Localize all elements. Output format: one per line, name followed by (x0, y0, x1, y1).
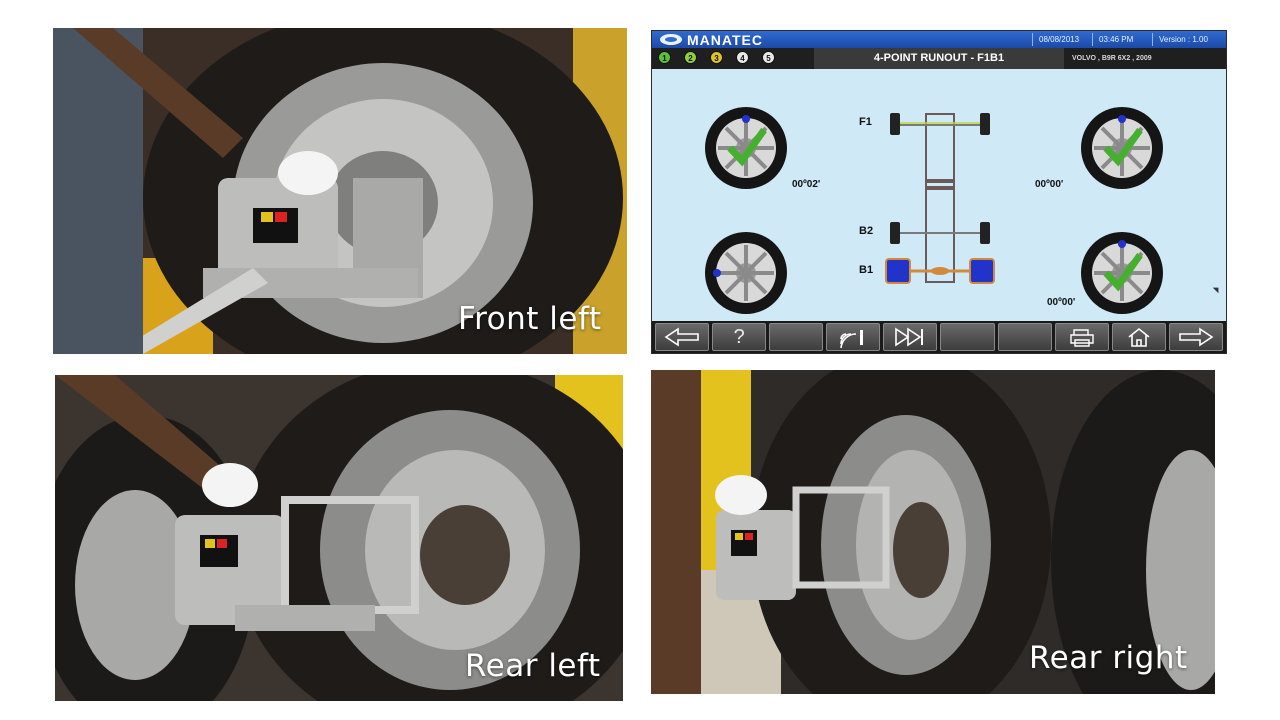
blank-button-3[interactable] (997, 323, 1052, 351)
rear-right-caption: Rear right (1029, 640, 1188, 676)
step-4[interactable]: 4 (736, 51, 749, 64)
axle-label-b2: B2 (859, 225, 874, 237)
version-display: Version : 1.00 (1152, 33, 1208, 46)
time-display: 03:46 PM (1092, 33, 1133, 46)
signal-button[interactable] (826, 323, 881, 351)
back-button[interactable] (655, 323, 710, 351)
print-button[interactable] (1054, 323, 1109, 351)
angle-front-right: 00º00' (1035, 179, 1064, 190)
skip-forward-icon (895, 327, 924, 347)
rear-right-wheel-illustration (651, 370, 1215, 694)
wheel-front-right-icon (1081, 107, 1163, 189)
screen-button-bar: ? (652, 321, 1226, 353)
angle-rear-right: 00º00' (1047, 297, 1076, 308)
vehicle-info: VOLVO , B9R 6X2 , 2009 (1072, 55, 1152, 62)
help-button[interactable]: ? (712, 323, 767, 351)
vehicle-chassis-diagram (885, 113, 995, 284)
angle-front-left: 00º02' (792, 179, 821, 190)
front-left-wheel-illustration (53, 28, 627, 354)
photo-rear-right: Rear right (651, 370, 1215, 694)
wheel-rear-left-icon (705, 232, 787, 314)
blank-button-1[interactable] (769, 323, 824, 351)
mouse-cursor-icon (1212, 284, 1222, 294)
photo-front-left: Front left (53, 28, 627, 354)
signal-icon (840, 330, 864, 348)
axle-label-f1: F1 (859, 116, 872, 128)
home-button[interactable] (1111, 323, 1166, 351)
skip-button[interactable] (883, 323, 938, 351)
photo-rear-left: Rear left (55, 375, 623, 701)
help-icon: ? (733, 325, 745, 348)
manatec-logo-icon (660, 34, 682, 45)
back-arrow-icon (664, 327, 699, 347)
blank-button-2[interactable] (940, 323, 995, 351)
wheel-rear-right-icon (1081, 232, 1163, 314)
home-icon (1128, 327, 1150, 347)
step-2[interactable]: 2 (684, 51, 697, 64)
screen-title-bar: 1 2 3 4 5 4-POINT RUNOUT - F1B1 VOLVO , … (652, 48, 1226, 69)
forward-button[interactable] (1168, 323, 1223, 351)
print-icon (1070, 329, 1094, 347)
forward-arrow-icon (1179, 327, 1214, 347)
step-1[interactable]: 1 (658, 51, 671, 64)
wheel-front-left-icon (705, 107, 787, 189)
screen-title: 4-POINT RUNOUT - F1B1 (814, 48, 1064, 69)
axle-label-b1: B1 (859, 264, 874, 276)
front-left-caption: Front left (458, 301, 602, 337)
date-display: 08/08/2013 (1032, 33, 1079, 46)
brand: MANATEC (660, 31, 763, 48)
step-3[interactable]: 3 (710, 51, 723, 64)
step-indicators: 1 2 3 4 5 (658, 51, 775, 64)
rear-left-caption: Rear left (465, 648, 601, 684)
brand-name: MANATEC (687, 31, 763, 48)
step-5[interactable]: 5 (762, 51, 775, 64)
screen-top-bar: MANATEC 08/08/2013 03:46 PM Version : 1.… (652, 31, 1226, 48)
rear-left-wheel-illustration (55, 375, 623, 701)
alignment-software-screen: MANATEC 08/08/2013 03:46 PM Version : 1.… (651, 30, 1227, 354)
